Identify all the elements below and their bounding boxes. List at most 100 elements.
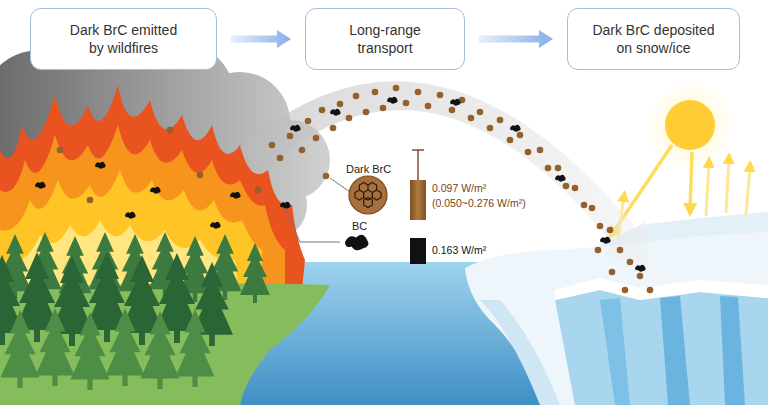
tree <box>176 309 215 387</box>
brc-particle <box>403 100 410 107</box>
brc-particle <box>393 85 400 92</box>
brc-particle <box>487 125 494 132</box>
forcing-range: (0.050~0.276 W/m²) <box>432 198 526 210</box>
brc-particle <box>468 115 475 122</box>
stage-box: Dark BrC emitted by wildfires <box>30 8 217 70</box>
brc-particle <box>380 105 387 112</box>
stage-box: Long-range transport <box>305 8 465 70</box>
stage-title: Dark BrC deposited on snow/ice <box>589 21 719 57</box>
bc-particle <box>35 182 46 189</box>
brc-particle <box>589 205 596 212</box>
bc-particle-zoom <box>345 235 368 251</box>
brc-particle <box>563 183 570 190</box>
brc-particle <box>477 109 484 116</box>
brc-particle <box>319 107 326 114</box>
ice-streak <box>660 296 690 405</box>
ice-shade <box>480 300 560 405</box>
brc-particle <box>330 125 337 132</box>
tree <box>71 312 110 390</box>
ice-surface <box>465 232 768 405</box>
brc-particle <box>507 137 514 144</box>
transport-arc <box>240 81 648 265</box>
brc-particle <box>323 173 330 180</box>
brc-particle <box>167 127 174 134</box>
reflected-ray <box>706 162 709 216</box>
reflected-ray <box>746 166 750 215</box>
bc-particle <box>387 97 398 104</box>
brc-particle <box>425 103 432 110</box>
brc-particle <box>87 197 94 204</box>
molecule-symbol <box>355 183 381 208</box>
bc-particle <box>510 125 521 132</box>
tree <box>141 311 180 389</box>
brc-particle <box>555 165 562 172</box>
brc-particle-zoom <box>349 176 387 214</box>
bc-particle <box>330 109 341 116</box>
sunlight-ray <box>690 152 692 210</box>
stage-box: Dark BrC deposited on snow/ice <box>567 8 740 70</box>
brc-particle <box>609 269 616 276</box>
particle-label: BC <box>352 220 367 232</box>
brc-particle <box>197 172 204 179</box>
brc-particle <box>255 187 262 194</box>
bc-particle <box>125 212 136 219</box>
particle-label: Dark BrC <box>346 163 391 175</box>
brc-particle <box>346 115 353 122</box>
bc-particle <box>150 187 161 194</box>
brc-particle <box>415 89 422 96</box>
error-bar-cap <box>412 149 424 150</box>
ice-streak <box>600 298 630 405</box>
forcing-value: 0.163 W/m² <box>432 245 486 257</box>
flow-arrow <box>231 30 291 48</box>
forcing-bar <box>410 238 426 264</box>
brc-particle <box>353 93 360 100</box>
brc-particle <box>537 147 544 154</box>
brc-particle <box>372 89 379 96</box>
leader-line <box>285 208 340 242</box>
forcing-bar <box>410 180 426 220</box>
brc-particle <box>269 142 276 149</box>
tree <box>36 308 75 386</box>
brc-particle <box>595 247 602 254</box>
brc-particle <box>337 101 344 108</box>
leader-line <box>330 178 350 192</box>
bc-particle <box>290 125 301 132</box>
sun <box>665 100 715 150</box>
brc-particle <box>607 227 614 234</box>
brc-particle <box>637 273 644 280</box>
bc-particle <box>555 175 566 182</box>
brc-particle <box>627 259 634 266</box>
tree <box>240 243 270 303</box>
ice-cliff <box>555 290 768 405</box>
brc-particle <box>305 118 312 125</box>
brc-particle <box>437 92 444 99</box>
brc-particle <box>277 155 284 162</box>
bc-particle <box>600 237 611 244</box>
brc-particle <box>57 147 64 154</box>
bc-particle <box>450 99 461 106</box>
bc-particle <box>230 192 241 199</box>
brc-particle <box>517 132 524 139</box>
error-bar <box>417 150 418 180</box>
bc-particle <box>635 265 646 272</box>
brc-particle <box>287 133 294 140</box>
brc-particle <box>525 149 532 156</box>
stage-title: Dark BrC emitted by wildfires <box>61 21 186 57</box>
bc-particle <box>280 202 291 209</box>
brc-particle <box>647 287 654 294</box>
stage-title: Long-range transport <box>335 21 435 57</box>
reflected-ray <box>726 158 729 213</box>
tree <box>1 310 40 388</box>
tree <box>106 308 145 386</box>
brc-particle <box>617 247 624 254</box>
brc-particle <box>497 117 504 124</box>
ice-streak <box>720 296 745 405</box>
bc-particle <box>95 162 106 169</box>
brc-particle <box>299 147 306 154</box>
bc-particle <box>210 222 221 229</box>
sun-glow <box>646 81 734 169</box>
brc-particle <box>572 185 579 192</box>
forcing-value: 0.097 W/m² <box>432 183 486 195</box>
